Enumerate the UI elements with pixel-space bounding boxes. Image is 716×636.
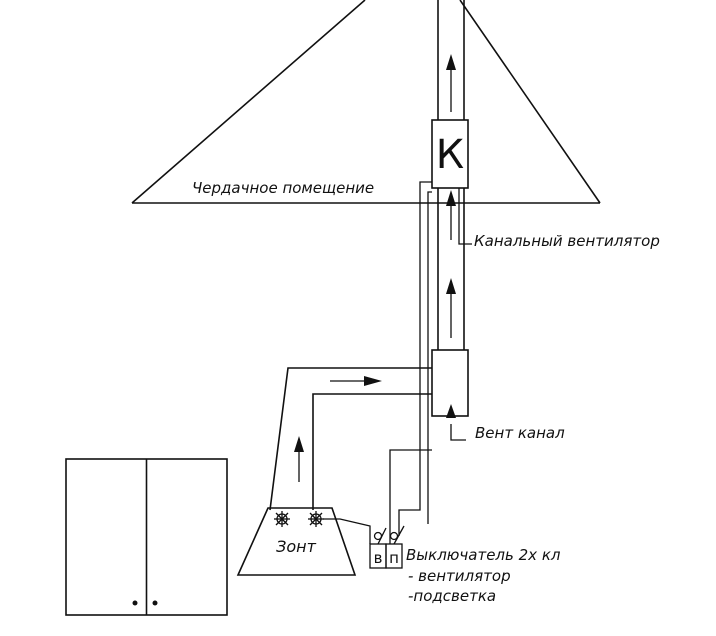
arrow-up-hood	[294, 436, 304, 482]
switch-fan-label: - вентилятор	[408, 567, 511, 585]
vent-channel-leader	[450, 424, 466, 441]
wire-fan-2	[427, 191, 432, 524]
attic-roof	[131, 0, 601, 204]
attic-label: Чердачное помещение	[192, 179, 374, 197]
arrow-right-duct	[330, 376, 382, 386]
switch-block	[369, 525, 405, 569]
switch-key-p: п	[389, 549, 399, 567]
duct-fan-label: Канальный вентилятор	[474, 232, 660, 250]
wire-fan	[398, 181, 432, 536]
duct-fan-box	[431, 119, 469, 189]
arrow-up-middle	[446, 278, 456, 338]
arrow-up-top	[446, 54, 456, 112]
wire-light	[323, 518, 371, 544]
switch-key-v: в	[374, 549, 383, 567]
arrow-up-fan-below	[446, 190, 456, 240]
arrow-up-channel	[446, 404, 456, 418]
vent-channel-label: Вент канал	[475, 424, 565, 442]
cabinet	[65, 458, 228, 616]
hood-lamp-left	[274, 511, 290, 527]
wire-switch-feed	[389, 449, 432, 544]
duct-fan-leader	[458, 188, 472, 245]
cabinet-handle-left	[132, 600, 138, 606]
hood-body	[236, 507, 357, 576]
hood-duct-outer	[269, 367, 432, 511]
hood-label: Зонт	[276, 537, 317, 556]
hood-duct-inner	[312, 393, 432, 510]
cabinet-handle-right	[152, 600, 158, 606]
hood-lamp-right	[308, 511, 324, 527]
duct-fan-letter: К	[436, 132, 464, 178]
switch-light-label: -подсветка	[408, 587, 496, 605]
vent-channel-box	[431, 349, 469, 417]
switch-label: Выключатель 2х кл	[406, 546, 561, 564]
